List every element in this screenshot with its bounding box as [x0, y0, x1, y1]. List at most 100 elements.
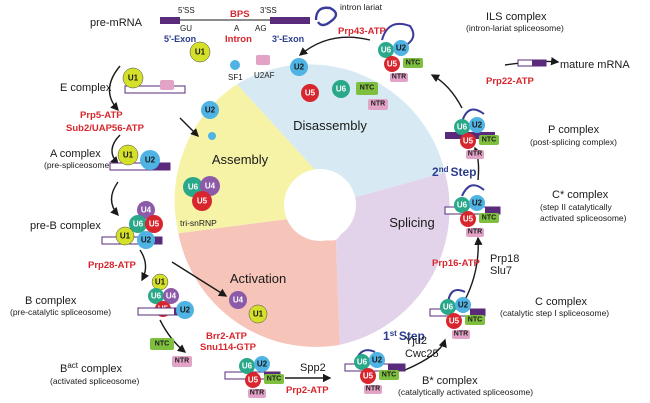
- bact-complex-sub: (activated spliceosome): [50, 376, 139, 386]
- svg-text:NTC: NTC: [382, 372, 396, 379]
- prp22-atp-label: Prp22-ATP: [486, 76, 535, 87]
- ss3-label: 3'SS: [260, 6, 277, 15]
- mature-mrna-label: mature mRNA: [560, 59, 630, 71]
- svg-text:U5: U5: [463, 215, 474, 224]
- cstar-complex-label: C* complex: [552, 189, 609, 201]
- svg-text:U1: U1: [155, 278, 166, 287]
- pre-mrna-label: pre-mRNA: [90, 17, 143, 29]
- a-complex-sub: (pre-spliceosome): [44, 160, 112, 170]
- intron-lariat: intron lariat: [314, 2, 383, 27]
- pre-mrna-group: pre-mRNA 5'SS GU 3'SS AG BPS A 5'-Exon I…: [90, 6, 310, 82]
- svg-text:U4: U4: [141, 206, 152, 215]
- branch-a-label: A: [234, 24, 240, 33]
- prp43-atp-label: Prp43-ATP: [338, 26, 387, 37]
- prp28-atp-label: Prp28-ATP: [88, 260, 137, 271]
- svg-text:U2: U2: [180, 306, 191, 315]
- svg-text:U2: U2: [294, 63, 305, 72]
- svg-text:U6: U6: [242, 362, 253, 371]
- e-complex: E complex U1 U2: [60, 67, 219, 140]
- a-complex-label: A complex: [50, 148, 101, 160]
- svg-text:NTC: NTC: [406, 60, 420, 67]
- yju2-label: Yju2: [405, 335, 427, 347]
- b-complex-label: B complex: [25, 295, 77, 307]
- cycle-wheel: Disassembly Assembly Activation Splicing: [174, 64, 450, 347]
- bstar-complex: U6 U2 U5 NTC NTR B* complex (catalytical…: [344, 349, 533, 397]
- section-label-activation: Activation: [230, 271, 286, 286]
- svg-text:NTC: NTC: [267, 376, 281, 383]
- ntc-ntr-addition: NTC NTR: [150, 338, 192, 367]
- svg-text:U6: U6: [188, 183, 199, 192]
- sector-disassembly: [236, 64, 445, 200]
- svg-text:U6: U6: [336, 85, 347, 94]
- pre-b-complex-label: pre-B complex: [30, 220, 101, 232]
- e-complex-label: E complex: [60, 82, 112, 94]
- svg-text:NTC: NTC: [155, 341, 169, 348]
- svg-text:U5: U5: [387, 60, 398, 69]
- svg-text:U5: U5: [463, 137, 474, 146]
- ils-complex-label: ILS complex: [486, 11, 547, 23]
- cwc25-label: Cwc25: [405, 348, 439, 360]
- bact-complex-label: Bact complex: [60, 361, 123, 375]
- disassembled-parts: U2 U5 U6 NTC NTR: [290, 58, 388, 110]
- u2af-particle: [256, 55, 270, 65]
- svg-text:U6: U6: [443, 303, 454, 312]
- p-complex: U6 U2 U5 NTC NTR P complex (post-splicin…: [445, 108, 617, 159]
- svg-text:U2: U2: [458, 301, 469, 310]
- svg-text:NTC: NTC: [482, 215, 496, 222]
- b-complex: B complex (pre-catalytic spliceosome) U1…: [10, 273, 194, 319]
- ss5-label: 5'SS: [178, 6, 195, 15]
- svg-text:NTC: NTC: [482, 137, 496, 144]
- svg-text:NTC: NTC: [468, 317, 482, 324]
- svg-text:NTR: NTR: [454, 331, 468, 338]
- mature-mrna: mature mRNA: [517, 59, 630, 71]
- bstar-complex-sub: (catalytically activated spliceosome): [398, 387, 533, 397]
- tri-snrnp: U6 U4 U5 tri-snRNP: [180, 176, 220, 228]
- svg-text:U5: U5: [449, 317, 460, 326]
- svg-text:NTR: NTR: [175, 358, 189, 365]
- svg-text:U6: U6: [151, 292, 162, 301]
- p-complex-sub: (post-splicing complex): [530, 137, 617, 147]
- svg-text:NTC: NTC: [360, 85, 374, 92]
- svg-text:NTR: NTR: [468, 229, 482, 236]
- sf1-particle: [230, 60, 240, 70]
- sub2-atp-label: Sub2/UAP56-ATP: [66, 123, 145, 134]
- exon5-bar: [160, 17, 180, 24]
- section-label-splicing: Splicing: [389, 215, 435, 230]
- svg-text:U1: U1: [128, 74, 139, 83]
- svg-text:U5: U5: [305, 89, 316, 98]
- svg-text:NTR: NTR: [468, 151, 482, 158]
- svg-text:U6: U6: [457, 123, 468, 132]
- svg-text:U5: U5: [149, 220, 160, 229]
- svg-text:U2: U2: [472, 199, 483, 208]
- cstar-complex: U6 U2 U5 NTC NTR C* complex (step II cat…: [444, 184, 627, 237]
- svg-text:U5: U5: [363, 372, 374, 381]
- prp2-atp-label: Prp2-ATP: [286, 385, 329, 396]
- exon3-label: 3'-Exon: [272, 34, 304, 44]
- c-complex-label: C complex: [535, 296, 587, 308]
- section-label-disassembly: Disassembly: [293, 118, 367, 133]
- svg-text:U2: U2: [205, 106, 216, 115]
- spp2-label: Spp2: [300, 362, 326, 374]
- svg-text:U6: U6: [357, 358, 368, 367]
- exon3-bar: [270, 17, 310, 24]
- intron-lariat-label: intron lariat: [340, 2, 383, 12]
- bstar-complex-label: B* complex: [422, 375, 478, 387]
- sector-activation: [178, 218, 340, 347]
- svg-text:U4: U4: [166, 292, 177, 301]
- svg-text:U2: U2: [145, 156, 156, 165]
- svg-text:U2: U2: [257, 360, 268, 369]
- p-complex-label: P complex: [548, 124, 600, 136]
- cstar-complex-sub2: activated spliceosome): [540, 213, 627, 223]
- b-complex-sub: (pre-catalytic spliceosome): [10, 307, 111, 317]
- bps-label: BPS: [230, 9, 250, 20]
- prp5-atp-label: Prp5-ATP: [80, 110, 123, 121]
- ils-complex: U6 U2 U5 NTC NTR ILS complex (intron-lar…: [378, 11, 564, 82]
- svg-text:U6: U6: [133, 220, 144, 229]
- sf1-label: SF1: [228, 73, 243, 82]
- prp18-label: Prp18: [490, 253, 519, 265]
- svg-text:U5: U5: [197, 197, 208, 206]
- pre-b-complex: pre-B complex U4 U6 U5 U1 U2: [30, 201, 163, 249]
